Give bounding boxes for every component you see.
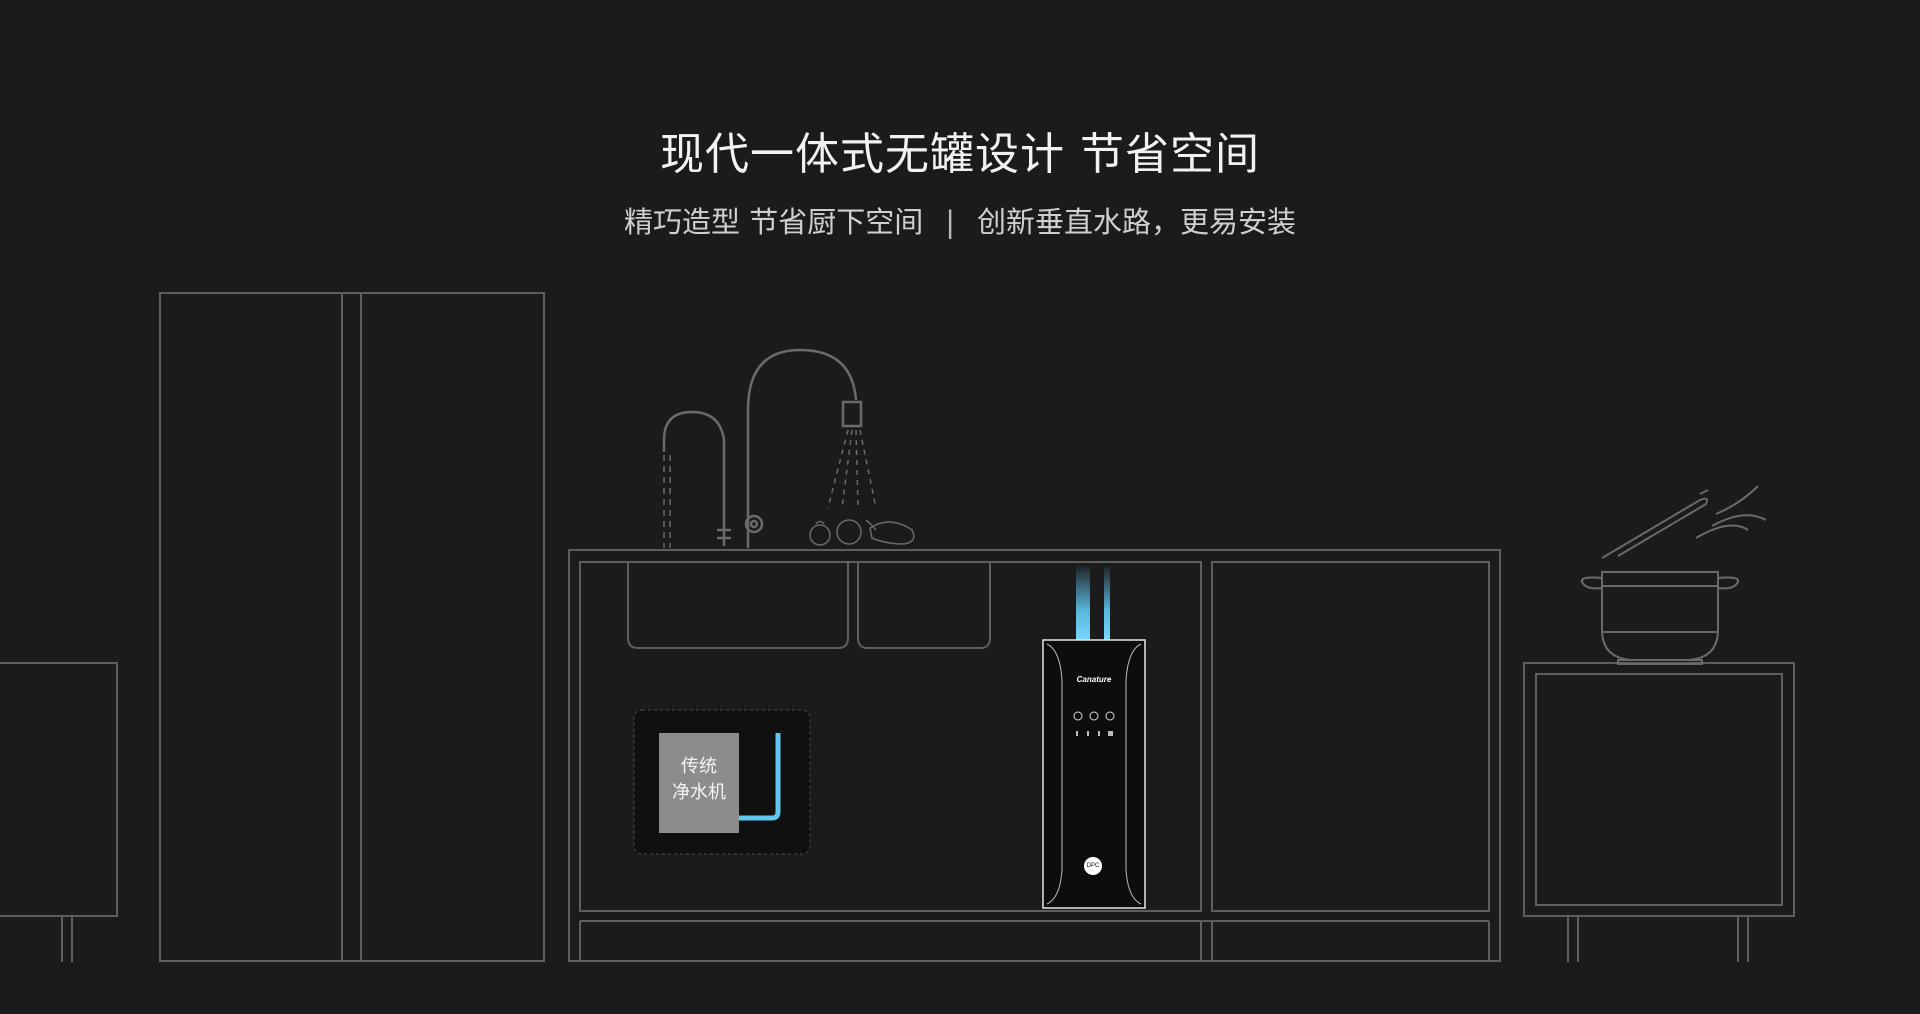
refrigerator-outline [159,292,545,962]
cooking-pot [1580,485,1767,665]
left-side-cabinet [0,662,118,962]
device-brand-label: Canature [1076,675,1112,684]
page-headline: 现代一体式无罐设计 节省空间 [660,129,1260,180]
small-faucet [662,410,731,548]
traditional-purifier-panel [633,709,811,855]
device-dpc-badge: DPC [1084,857,1102,875]
traditional-purifier-line1: 传统 [681,756,717,777]
subheadline-part1: 精巧造型 节省厨下空间 [623,205,924,239]
sink-basins [627,562,991,649]
vegetables [809,519,915,546]
subheadline-separator: | [945,205,955,239]
traditional-purifier-line2: 净水机 [672,782,726,803]
counter-cabinet [568,549,1501,962]
stove-cabinet [1523,662,1795,962]
large-faucet [744,348,877,548]
page-subheadline: 精巧造型 节省厨下空间 | 创新垂直水路，更易安装 [0,199,1920,241]
water-pipes-glow [1076,566,1110,640]
purifier-device [1042,639,1146,909]
traditional-purifier-label: 传统 净水机 [659,754,739,806]
subheadline-part2: 创新垂直水路，更易安装 [976,205,1296,239]
